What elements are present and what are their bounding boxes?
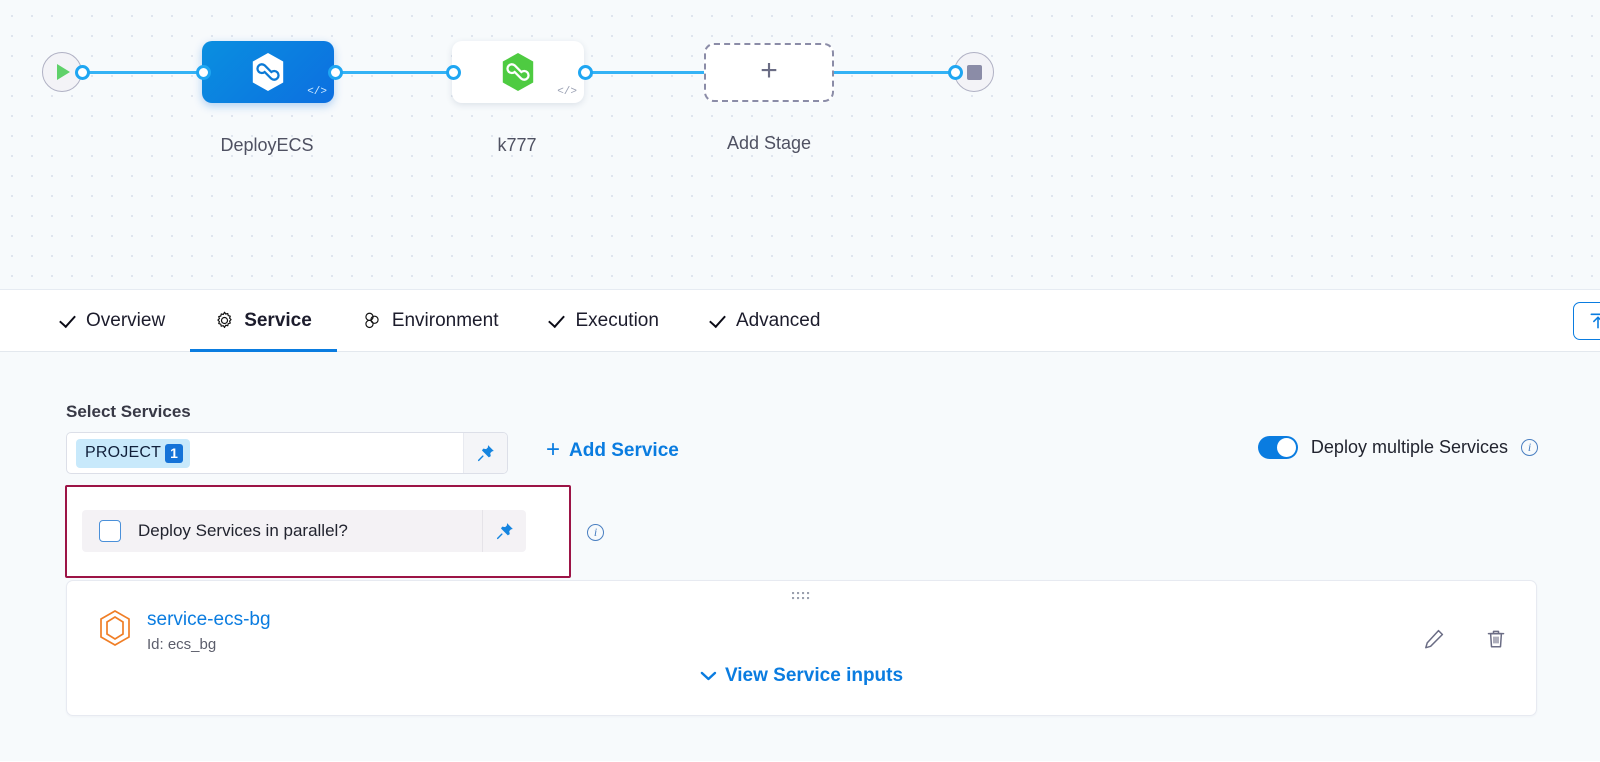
deploy-parallel-label: Deploy Services in parallel? xyxy=(138,521,348,540)
service-panel: Select Services PROJECT 1 + Add Service … xyxy=(0,352,1600,761)
edge-k777-to-addstage xyxy=(580,71,708,74)
service-id-text: Id: ecs_bg xyxy=(147,635,217,653)
add-stage-label: Add Stage xyxy=(726,133,812,153)
plus-icon: + xyxy=(760,54,778,87)
tab-label: Environment xyxy=(391,309,499,331)
service-card-actions xyxy=(1422,627,1508,651)
harness-hexagon-green-icon xyxy=(502,53,534,91)
save-as-template-button[interactable]: S xyxy=(1573,302,1600,340)
connector-dot-deployecs-in[interactable] xyxy=(196,65,211,80)
pencil-icon[interactable] xyxy=(1422,627,1446,651)
drag-handle-icon[interactable] xyxy=(791,590,813,602)
stage-label-k777: k777 xyxy=(497,135,537,155)
view-service-inputs-button[interactable]: View Service inputs xyxy=(700,665,903,687)
check-icon xyxy=(709,312,726,329)
trash-icon[interactable] xyxy=(1484,627,1508,651)
deploy-parallel-pin-button[interactable] xyxy=(482,510,526,552)
connector-dot-end[interactable] xyxy=(948,65,963,80)
select-services-label: Select Services xyxy=(66,402,191,421)
tab-label: Advanced xyxy=(735,309,821,331)
tab-overview[interactable]: Overview xyxy=(34,290,190,351)
deploy-multiple-services-label: Deploy multiple Services xyxy=(1310,437,1508,457)
upload-icon xyxy=(1590,313,1600,329)
services-multiselect-field[interactable]: PROJECT 1 xyxy=(67,433,463,473)
deploy-multiple-services-toggle[interactable] xyxy=(1257,436,1298,459)
pin-icon xyxy=(496,523,513,540)
hexagon-cluster-icon xyxy=(365,312,379,328)
deploy-parallel-highlight-box: Deploy Services in parallel? i xyxy=(65,485,604,578)
info-icon[interactable]: i xyxy=(587,524,604,541)
edge-deployecs-to-k777 xyxy=(330,71,458,74)
add-stage-node[interactable]: + xyxy=(704,43,834,102)
edge-start-to-deployecs xyxy=(80,71,208,74)
add-service-button[interactable]: + Add Service xyxy=(546,436,679,463)
connector-dot-k777-out[interactable] xyxy=(578,65,593,80)
chevron-down-icon xyxy=(700,671,716,681)
add-service-label: Add Service xyxy=(569,440,679,461)
edge-addstage-to-end xyxy=(830,71,958,74)
plus-icon: + xyxy=(546,436,561,463)
tab-advanced[interactable]: Advanced xyxy=(684,290,846,351)
connector-dot-k777-in[interactable] xyxy=(446,65,461,80)
tab-service[interactable]: Service xyxy=(190,290,337,352)
service-chip-project[interactable]: PROJECT 1 xyxy=(76,438,191,468)
connector-dot-start[interactable] xyxy=(75,65,90,80)
stage-code-badge[interactable]: </> xyxy=(307,86,327,98)
check-icon xyxy=(59,312,76,329)
pin-icon xyxy=(477,445,494,462)
pipeline-canvas[interactable]: </> DeployECS </> k777 + Add Stage xyxy=(0,0,1600,290)
stage-node-deployecs[interactable]: </> xyxy=(202,41,334,103)
service-identity: service-ecs-bg Id: ecs_bg xyxy=(98,609,271,653)
services-multiselect[interactable]: PROJECT 1 xyxy=(66,432,508,474)
gear-icon xyxy=(217,311,232,329)
deploy-parallel-row[interactable]: Deploy Services in parallel? xyxy=(82,510,526,552)
tab-execution[interactable]: Execution xyxy=(523,290,683,351)
view-service-inputs-label: View Service inputs xyxy=(724,665,904,686)
toggle-knob xyxy=(1276,438,1296,457)
stage-code-badge[interactable]: </> xyxy=(557,86,577,98)
connector-dot-deployecs-out[interactable] xyxy=(328,65,343,80)
service-chip-count: 1 xyxy=(165,443,184,463)
tab-label: Overview xyxy=(86,309,166,331)
service-card: service-ecs-bg Id: ecs_bg View Service i… xyxy=(66,580,1537,716)
service-hexagon-icon xyxy=(100,610,130,646)
stage-node-k777[interactable]: </> xyxy=(452,41,584,103)
stage-tabs-bar: Overview Service Environment Execution A… xyxy=(0,290,1600,352)
tab-label: Service xyxy=(244,309,312,331)
tab-environment[interactable]: Environment xyxy=(337,290,524,351)
stage-label-deployecs: DeployECS xyxy=(220,135,314,155)
stop-icon xyxy=(966,64,982,80)
service-chip-label: PROJECT xyxy=(85,444,162,461)
deploy-parallel-checkbox[interactable] xyxy=(99,520,121,542)
play-icon xyxy=(57,64,70,80)
deploy-multiple-services-row[interactable]: Deploy multiple Services i xyxy=(1257,436,1538,459)
info-icon[interactable]: i xyxy=(1521,439,1538,456)
harness-hexagon-icon xyxy=(252,53,284,91)
check-icon xyxy=(548,312,565,329)
service-name-link[interactable]: service-ecs-bg xyxy=(147,609,271,630)
services-multiselect-pin-button[interactable] xyxy=(463,433,507,473)
tab-label: Execution xyxy=(575,309,659,331)
